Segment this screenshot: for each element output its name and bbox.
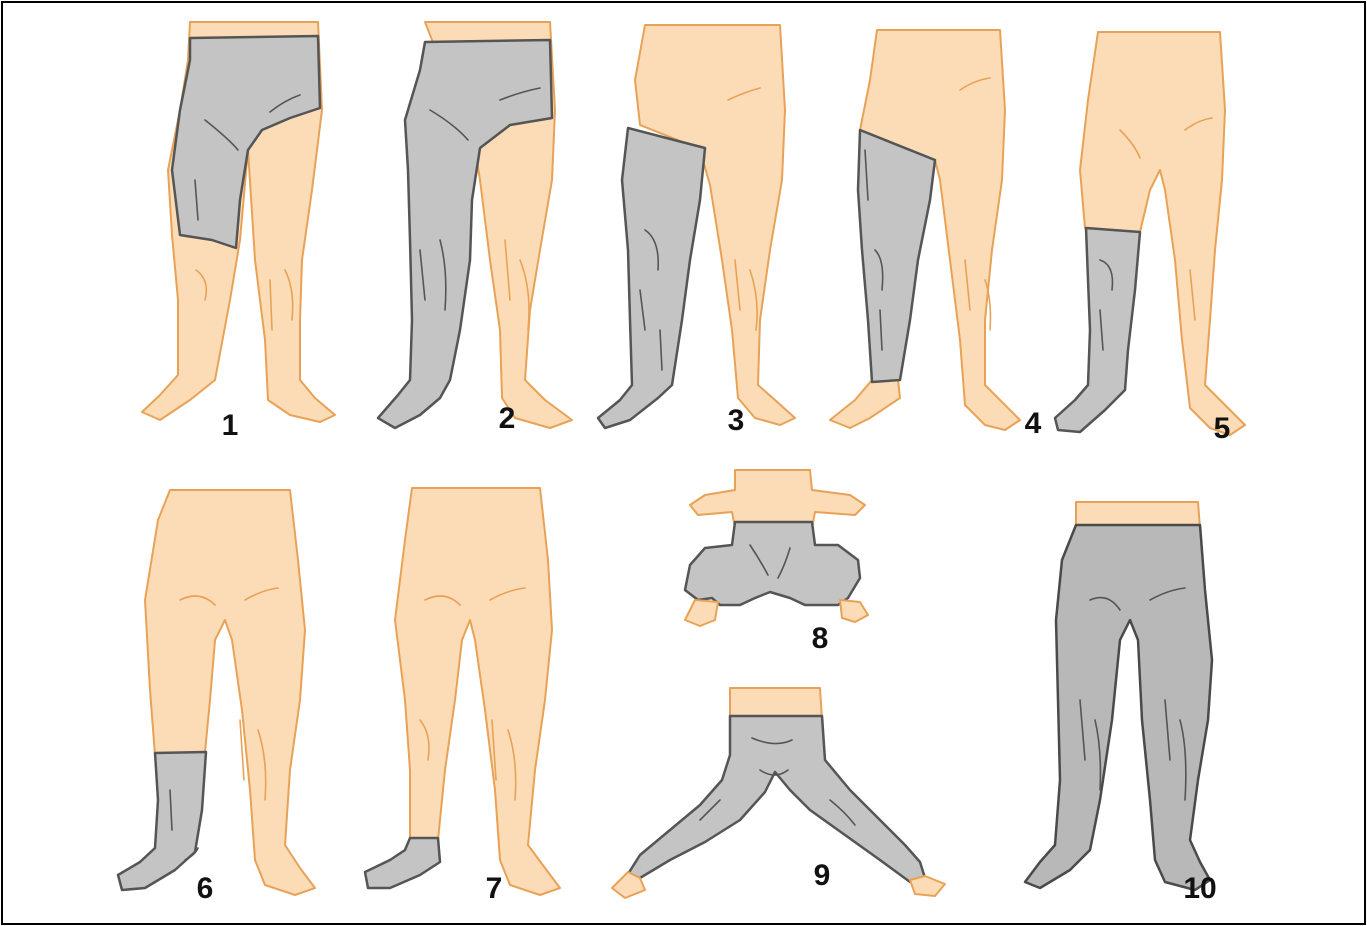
figure-label-5: 5 <box>1214 412 1231 445</box>
figure-label-3: 3 <box>728 404 745 437</box>
figure-label-7: 7 <box>486 872 503 905</box>
figure-label-9: 9 <box>814 859 831 892</box>
figure-label-6: 6 <box>197 872 214 905</box>
figure-label-2: 2 <box>499 402 516 435</box>
figure-label-10: 10 <box>1183 872 1216 905</box>
figure-label-8: 8 <box>812 622 829 655</box>
figure-label-1: 1 <box>222 409 239 442</box>
figure-label-4: 4 <box>1025 407 1042 440</box>
